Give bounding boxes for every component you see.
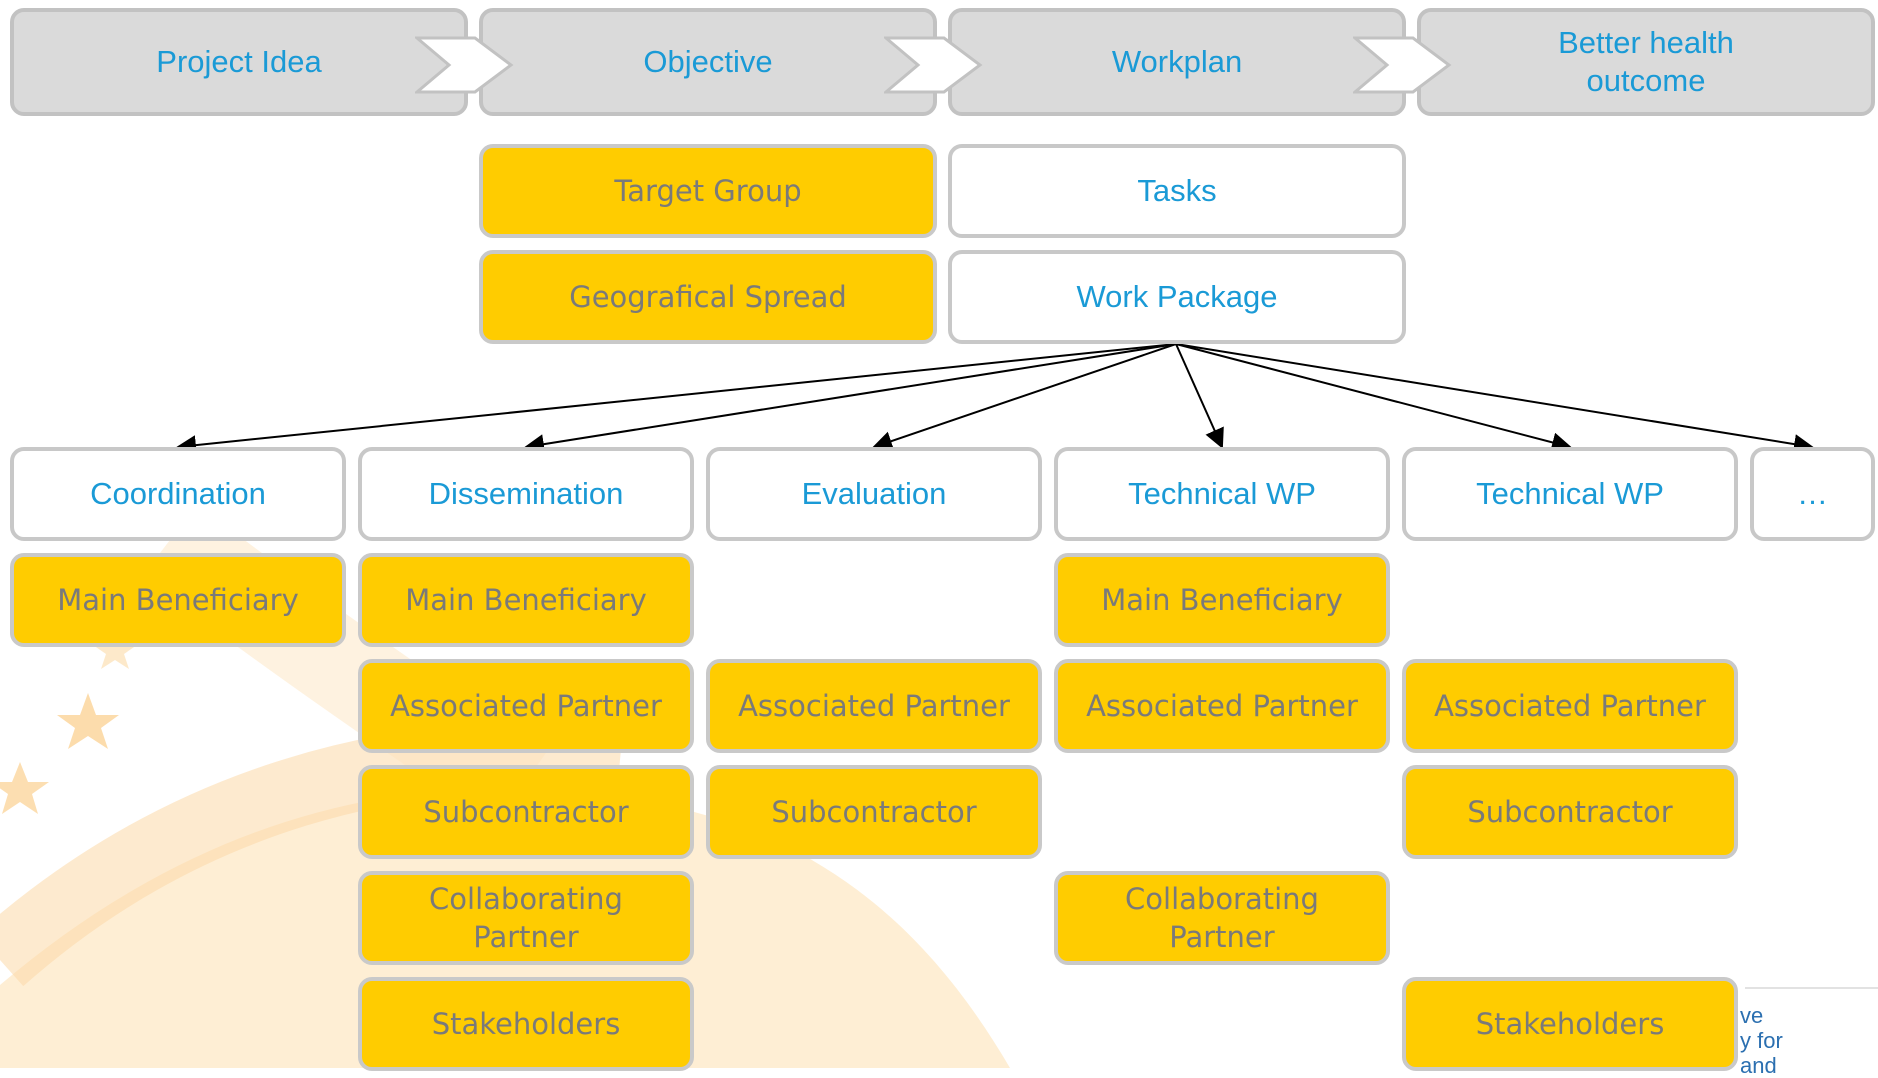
arrow-to-coordination	[176, 343, 1177, 456]
wp-technical-1: Technical WP	[1054, 447, 1390, 541]
dissemination-stakeholders: Stakeholders	[358, 977, 694, 1071]
objective-target-group: Target Group	[479, 144, 937, 238]
step-objective: Objective	[479, 8, 937, 116]
star-icon	[0, 762, 49, 814]
dissemination-associated-partner: Associated Partner	[358, 659, 694, 753]
wp-technical-2: Technical WP	[1402, 447, 1738, 541]
technical-wp-1-main-beneficiary: Main Beneficiary	[1054, 553, 1390, 647]
star-icon	[57, 693, 119, 749]
workplan-tasks: Tasks	[948, 144, 1406, 238]
step-workplan: Workplan	[948, 8, 1406, 116]
wp-evaluation: Evaluation	[706, 447, 1042, 541]
technical-wp-2-subcontractor: Subcontractor	[1402, 765, 1738, 859]
chevron-arrow-icon	[884, 36, 983, 94]
wp-coordination: Coordination	[10, 447, 346, 541]
technical-wp-2-stakeholders: Stakeholders	[1402, 977, 1738, 1071]
wp-more: …	[1750, 447, 1875, 541]
step-project-idea: Project Idea	[10, 8, 468, 116]
workplan-work-package: Work Package	[948, 250, 1406, 344]
objective-geografical-spread: Geografical Spread	[479, 250, 937, 344]
dissemination-subcontractor: Subcontractor	[358, 765, 694, 859]
step-better-health-outcome: Better health outcome	[1417, 8, 1875, 116]
arrow-to-more	[1175, 343, 1814, 454]
arrow-to-dissemination	[524, 343, 1177, 455]
technical-wp-1-associated-partner: Associated Partner	[1054, 659, 1390, 753]
arrow-to-evaluation	[872, 343, 1177, 451]
evaluation-associated-partner: Associated Partner	[706, 659, 1042, 753]
arrow-to-technical-wp-1	[1175, 343, 1224, 449]
technical-wp-2-associated-partner: Associated Partner	[1402, 659, 1738, 753]
star-icon	[93, 630, 137, 669]
dissemination-main-beneficiary: Main Beneficiary	[358, 553, 694, 647]
chevron-arrow-icon	[415, 36, 514, 94]
chevron-arrow-icon	[1353, 36, 1452, 94]
dissemination-collaborating-partner: Collaborating Partner	[358, 871, 694, 965]
wp-dissemination: Dissemination	[358, 447, 694, 541]
coordination-main-beneficiary: Main Beneficiary	[10, 553, 346, 647]
arrow-to-technical-wp-2	[1175, 343, 1572, 453]
evaluation-subcontractor: Subcontractor	[706, 765, 1042, 859]
technical-wp-1-collaborating-partner: Collaborating Partner	[1054, 871, 1390, 965]
